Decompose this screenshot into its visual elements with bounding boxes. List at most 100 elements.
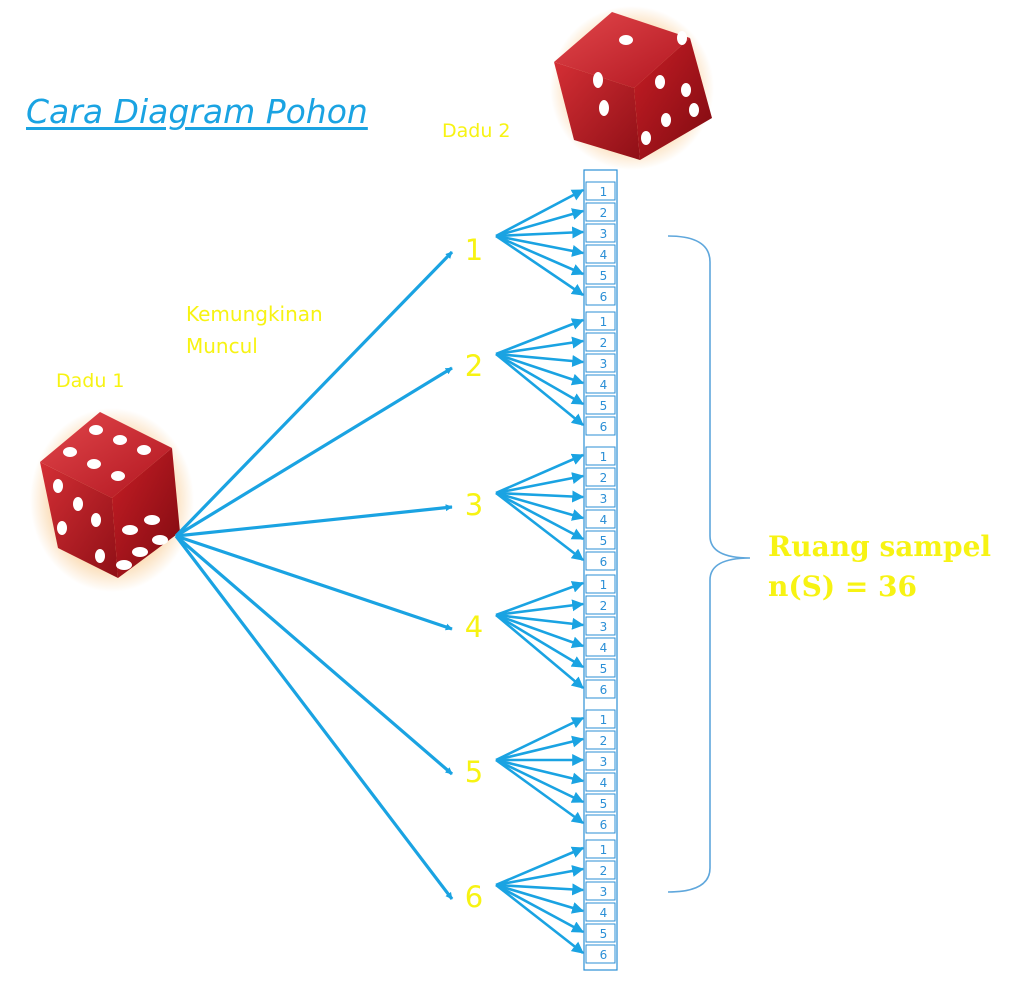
branch-arrow — [174, 534, 454, 776]
outcome-cell-label: 5 — [600, 269, 608, 283]
sub-branch-arrow — [495, 883, 585, 914]
sub-branch-arrow — [495, 491, 584, 562]
sub-branch-arrow — [495, 581, 585, 617]
dice-icon — [30, 408, 194, 592]
sub-branch-arrow — [495, 716, 585, 762]
sub-branch-arrow — [495, 846, 585, 887]
sub-branch-arrow — [495, 883, 585, 896]
outcome-cell-label: 5 — [600, 534, 608, 548]
outcome-cell-label: 4 — [600, 641, 608, 655]
page-title: Cara Diagram Pohon — [26, 92, 368, 131]
sub-branch-arrow — [495, 188, 585, 238]
sample-space-result: Ruang sampel n(S) = 36 — [768, 527, 991, 607]
outcome-cell — [585, 223, 616, 243]
sub-branch-arrow — [495, 336, 585, 356]
outcome-cell — [585, 616, 616, 636]
outcome-cell — [585, 332, 616, 352]
outcome-cell-label: 6 — [600, 290, 608, 304]
sub-branch-arrow — [495, 883, 584, 955]
outcome-cell-label: 6 — [600, 818, 608, 832]
outcome-node: 1 — [464, 233, 484, 267]
sub-branch-arrow — [495, 318, 585, 356]
sub-branch-arrow — [495, 453, 585, 495]
outcome-cell — [585, 202, 616, 222]
sample-space-count: n(S) = 36 — [768, 570, 917, 603]
outcome-cell-label: 1 — [600, 185, 608, 199]
outcome-column-frame — [583, 169, 618, 971]
sub-branch-arrow — [495, 491, 585, 541]
outcome-cell-label: 2 — [600, 864, 608, 878]
sub-branch-arrow — [495, 226, 585, 239]
outcome-cell — [585, 923, 616, 943]
outcome-cell — [585, 395, 616, 415]
outcome-cell-label: 2 — [600, 206, 608, 220]
outcome-cell — [585, 286, 616, 306]
tree-branches — [174, 188, 585, 955]
sub-branch-arrow — [495, 735, 585, 762]
outcome-cell-label: 3 — [600, 492, 608, 506]
outcome-cell-label: 3 — [600, 755, 608, 769]
outcome-cell — [585, 551, 616, 571]
outcome-cell-label: 6 — [600, 420, 608, 434]
outcome-cell-label: 6 — [600, 555, 608, 569]
sub-branch-arrow — [495, 208, 585, 238]
outcome-cell — [585, 416, 616, 436]
outcome-cell — [585, 709, 616, 729]
outcome-cell — [585, 353, 616, 373]
sub-branch-arrow — [495, 758, 584, 825]
outcome-cell — [585, 814, 616, 834]
sample-space-title: Ruang sampel — [768, 530, 992, 563]
outcome-node: 5 — [464, 755, 484, 789]
outcome-cell-label: 1 — [600, 843, 608, 857]
sub-branch-arrow — [495, 352, 585, 406]
die1-label: Dadu 1 — [56, 370, 125, 392]
branch-arrow — [174, 250, 454, 538]
outcome-cell-label: 4 — [600, 513, 608, 527]
outcome-cell-label: 3 — [600, 357, 608, 371]
sub-branch-arrow — [495, 234, 585, 276]
caption-line1: Kemungkinan — [186, 302, 323, 326]
outcome-cell-label: 1 — [600, 315, 608, 329]
sub-branch-arrow — [495, 234, 584, 297]
outcome-cell — [585, 265, 616, 285]
outcome-cell-label: 4 — [600, 776, 608, 790]
outcome-cell — [585, 881, 616, 901]
outcome-cell-label: 2 — [600, 599, 608, 613]
branch-arrow — [175, 366, 453, 538]
outcome-cell-label: 4 — [600, 906, 608, 920]
outcome-cell-label: 5 — [600, 927, 608, 941]
outcome-cell — [585, 574, 616, 594]
outcome-cell — [585, 860, 616, 880]
sub-branch-arrow — [495, 472, 585, 495]
sub-branch-arrow — [495, 883, 585, 934]
sample-space-brace — [667, 235, 751, 893]
outcome-cell — [585, 446, 616, 466]
sub-branch-arrow — [495, 758, 585, 785]
sub-branch-arrow — [495, 490, 585, 503]
sub-branch-arrow — [495, 614, 584, 689]
outcome-cell-label: 5 — [600, 399, 608, 413]
dice-icon — [550, 6, 714, 170]
outcome-cell — [585, 530, 616, 550]
outcome-cell — [585, 902, 616, 922]
sub-branch-arrow — [495, 613, 585, 630]
outcome-cell-label: 3 — [600, 227, 608, 241]
outcome-cell — [585, 751, 616, 771]
outcome-cell-label: 4 — [600, 248, 608, 262]
sub-branch-arrow — [495, 352, 584, 427]
caption: Kemungkinan Muncul — [186, 298, 323, 362]
outcome-cell — [585, 730, 616, 750]
outcome-cell-label: 5 — [600, 662, 608, 676]
outcome-cell — [585, 488, 616, 508]
die2-label: Dadu 2 — [442, 120, 511, 142]
outcome-node: 3 — [464, 488, 484, 522]
sub-branch-arrow — [495, 758, 585, 804]
outcome-cell-label: 3 — [600, 620, 608, 634]
outcome-cell — [585, 181, 616, 201]
branch-arrow — [175, 504, 453, 538]
outcome-cell-label: 2 — [600, 471, 608, 485]
outcome-node: 6 — [464, 880, 484, 914]
outcome-cell-label: 1 — [600, 450, 608, 464]
